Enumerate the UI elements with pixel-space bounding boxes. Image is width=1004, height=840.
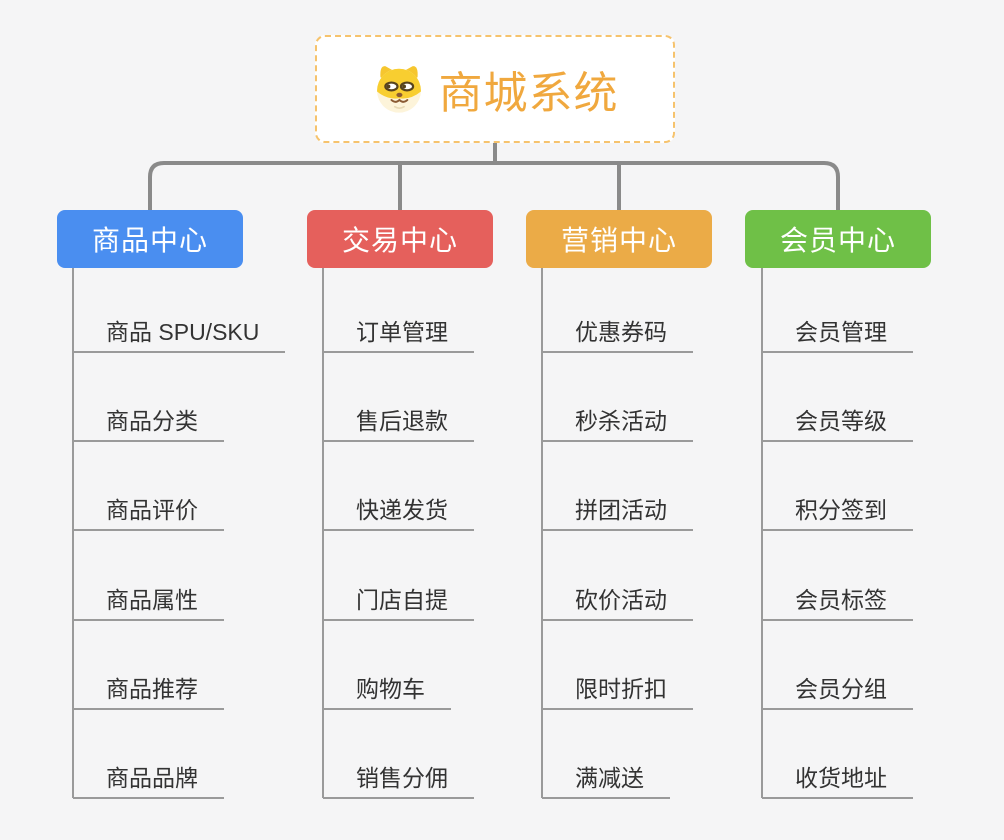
leaf-node[interactable]: 商品 SPU/SKU	[73, 317, 286, 353]
branch-node-product-center[interactable]: 商品中心	[57, 210, 243, 268]
branch-label: 会员中心	[779, 225, 896, 256]
dog-face-icon	[376, 66, 421, 113]
leaf-node[interactable]: 会员标签	[762, 585, 913, 621]
leaf-node[interactable]: 商品评价	[73, 495, 224, 531]
leaf-node[interactable]: 售后退款	[323, 406, 474, 442]
branch-label: 营销中心	[560, 225, 677, 256]
branch-label: 交易中心	[341, 225, 458, 256]
leaf-node[interactable]: 优惠券码	[542, 317, 693, 353]
leaf-node[interactable]: 门店自提	[323, 585, 474, 621]
leaf-node[interactable]: 快递发货	[323, 495, 474, 531]
leaf-node[interactable]: 限时折扣	[542, 674, 693, 710]
branch-node-trade-center[interactable]: 交易中心	[307, 210, 493, 268]
leaf-node[interactable]: 秒杀活动	[542, 406, 693, 442]
leaf-node[interactable]: 收货地址	[762, 763, 913, 799]
branch-rail-line	[148, 161, 840, 210]
leaf-node[interactable]: 订单管理	[323, 317, 474, 353]
leaf-node[interactable]: 销售分佣	[323, 763, 474, 799]
leaf-node[interactable]: 商品分类	[73, 406, 224, 442]
root-title: 商城系统	[438, 69, 619, 118]
leaf-node[interactable]: 商品推荐	[73, 674, 224, 710]
leaf-node[interactable]: 会员等级	[762, 406, 913, 442]
leaf-node[interactable]: 砍价活动	[542, 585, 693, 621]
leaf-node[interactable]: 购物车	[323, 674, 451, 710]
branch-node-marketing-center[interactable]: 营销中心	[526, 210, 712, 268]
leaf-node[interactable]: 会员管理	[762, 317, 913, 353]
branch-node-member-center[interactable]: 会员中心	[745, 210, 931, 268]
leaf-node[interactable]: 满减送	[542, 763, 670, 799]
branch-label: 商品中心	[91, 225, 208, 256]
leaf-node[interactable]: 商品品牌	[73, 763, 224, 799]
leaf-node[interactable]: 积分签到	[762, 495, 913, 531]
root-node[interactable]: 商城系统	[315, 35, 675, 143]
leaf-node[interactable]: 商品属性	[73, 585, 224, 621]
leaf-node[interactable]: 会员分组	[762, 674, 913, 710]
leaf-node[interactable]: 拼团活动	[542, 495, 693, 531]
